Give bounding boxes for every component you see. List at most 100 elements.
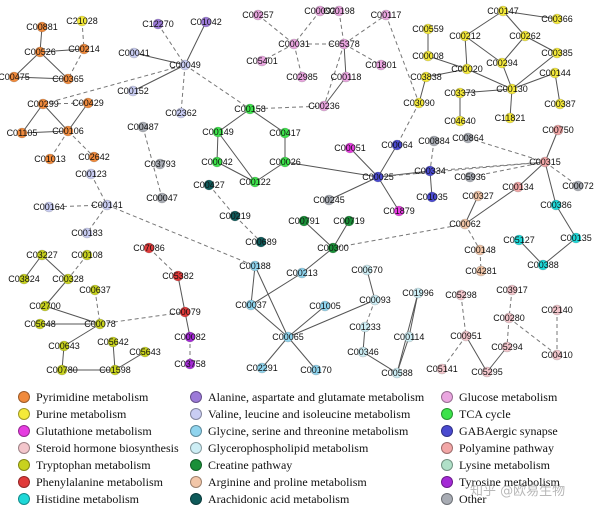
node-C00164[interactable]: C00164 <box>33 201 65 213</box>
node-C00152[interactable]: C00152 <box>117 85 149 97</box>
node-C00280[interactable]: C00280 <box>493 312 525 324</box>
node-C00114[interactable]: C00114 <box>394 331 425 343</box>
node-C04640[interactable]: C04640 <box>444 115 476 127</box>
node-C00170[interactable]: C00170 <box>300 364 332 376</box>
node-C00041[interactable]: C00041 <box>118 47 150 59</box>
node-C00072[interactable]: C00072 <box>562 180 594 192</box>
node-C00130[interactable]: C00130 <box>496 83 528 95</box>
node-C00158[interactable]: C00158 <box>234 103 266 115</box>
node-C00294[interactable]: C00294 <box>486 57 518 69</box>
node-C00689[interactable]: C00689 <box>245 236 277 248</box>
node-C00214[interactable]: C00214 <box>68 43 100 55</box>
node-C00884[interactable]: C00884 <box>418 135 450 147</box>
node-C01233[interactable]: C01233 <box>349 321 381 333</box>
node-C00262[interactable]: C00262 <box>509 30 541 42</box>
node-C00780[interactable]: C00780 <box>46 364 78 376</box>
node-C00123[interactable]: C00123 <box>75 168 107 180</box>
node-C00049[interactable]: C00049 <box>169 59 201 71</box>
node-C00144[interactable]: C00144 <box>539 67 571 79</box>
node-C00042[interactable]: C00042 <box>201 156 233 168</box>
node-C00236[interactable]: C00236 <box>308 100 340 112</box>
node-C05141[interactable]: C05141 <box>426 363 458 375</box>
node-C03917[interactable]: C03917 <box>496 284 528 296</box>
node-C00212[interactable]: C00212 <box>449 30 481 42</box>
node-C00147[interactable]: C00147 <box>487 5 519 17</box>
node-C00487[interactable]: C00487 <box>127 121 159 133</box>
node-C00388[interactable]: C00388 <box>527 259 559 271</box>
node-C05648[interactable]: C05648 <box>24 318 56 330</box>
node-C05295[interactable]: C05295 <box>471 366 503 378</box>
node-C00299[interactable]: C00299 <box>27 98 59 110</box>
node-C02362[interactable]: C02362 <box>165 107 197 119</box>
node-C00791[interactable]: C00791 <box>288 215 320 227</box>
node-C00026[interactable]: C00026 <box>269 156 301 168</box>
node-C00148[interactable]: C00148 <box>464 244 496 256</box>
node-C00385[interactable]: C00385 <box>541 47 573 59</box>
node-C03227[interactable]: C03227 <box>26 249 58 261</box>
node-C12270[interactable]: C12270 <box>142 18 174 30</box>
node-C00245[interactable]: C00245 <box>313 194 345 206</box>
node-C05127[interactable]: C05127 <box>503 234 535 246</box>
node-C00410[interactable]: C00410 <box>541 349 573 361</box>
node-C00064[interactable]: C00064 <box>381 139 413 151</box>
node-C03758[interactable]: C03758 <box>174 358 206 370</box>
node-C00092[interactable]: C00092 <box>304 5 336 17</box>
node-C05294[interactable]: C05294 <box>491 341 523 353</box>
node-C02700[interactable]: C02700 <box>29 300 61 312</box>
node-C00082[interactable]: C00082 <box>174 331 206 343</box>
node-C00025[interactable]: C00025 <box>362 171 394 183</box>
node-C00135[interactable]: C00135 <box>560 232 592 244</box>
node-C05642[interactable]: C05642 <box>97 336 129 348</box>
node-C01035[interactable]: C01035 <box>416 191 448 203</box>
node-C00219[interactable]: C00219 <box>219 210 251 222</box>
node-C07086[interactable]: C07086 <box>133 242 165 254</box>
node-C01105[interactable]: C01105 <box>7 127 38 139</box>
node-C00346[interactable]: C00346 <box>347 346 379 358</box>
node-C01996[interactable]: C01996 <box>402 287 434 299</box>
node-C00062[interactable]: C00062 <box>449 218 481 230</box>
node-C01598[interactable]: C01598 <box>99 364 131 376</box>
node-C00198[interactable]: C00198 <box>323 5 355 17</box>
node-C00588[interactable]: C00588 <box>381 367 413 379</box>
node-C03373[interactable]: C03373 <box>444 87 476 99</box>
node-C02140[interactable]: C02140 <box>541 304 573 316</box>
node-C00149[interactable]: C00149 <box>202 126 234 138</box>
node-C00065[interactable]: C00065 <box>272 331 304 343</box>
node-C00108[interactable]: C00108 <box>71 249 103 261</box>
node-C00387[interactable]: C00387 <box>544 98 576 110</box>
node-C00141[interactable]: C00141 <box>91 199 123 211</box>
node-C00078[interactable]: C00078 <box>84 318 116 330</box>
node-C01801[interactable]: C01801 <box>365 59 397 71</box>
node-C00213[interactable]: C00213 <box>286 267 318 279</box>
node-C00188[interactable]: C00188 <box>239 260 271 272</box>
node-C00334[interactable]: C00334 <box>414 165 446 177</box>
node-C00526[interactable]: C00526 <box>24 46 56 58</box>
node-C00643[interactable]: C00643 <box>48 340 80 352</box>
node-C05936[interactable]: C05936 <box>454 171 486 183</box>
node-C00047[interactable]: C00047 <box>146 192 178 204</box>
node-C00106[interactable]: C00106 <box>52 125 84 137</box>
node-C05643[interactable]: C05643 <box>129 346 161 358</box>
node-C00328[interactable]: C00328 <box>52 273 84 285</box>
node-C21028[interactable]: C21028 <box>66 15 98 27</box>
node-C00122[interactable]: C00122 <box>239 176 271 188</box>
node-C00183[interactable]: C00183 <box>71 227 103 239</box>
node-C03824[interactable]: C03824 <box>8 273 40 285</box>
node-C00079[interactable]: C00079 <box>169 306 201 318</box>
node-C00951[interactable]: C00951 <box>450 330 482 342</box>
node-C00257[interactable]: C00257 <box>242 9 274 21</box>
node-C01042[interactable]: C01042 <box>190 16 222 28</box>
node-C00008[interactable]: C00008 <box>412 50 444 62</box>
node-C00051[interactable]: C00051 <box>334 142 366 154</box>
node-C11821[interactable]: C11821 <box>495 112 526 124</box>
node-C01013[interactable]: C01013 <box>34 153 66 165</box>
node-C00031[interactable]: C00031 <box>278 38 310 50</box>
node-C00864[interactable]: C00864 <box>452 132 484 144</box>
node-C00037[interactable]: C00037 <box>235 299 267 311</box>
node-C00417[interactable]: C00417 <box>269 127 301 139</box>
node-C05378[interactable]: C05378 <box>328 38 360 50</box>
node-C00670[interactable]: C00670 <box>351 264 383 276</box>
node-C00366[interactable]: C00366 <box>541 13 573 25</box>
node-C01879[interactable]: C01879 <box>383 205 415 217</box>
node-C00429[interactable]: C00429 <box>72 97 104 109</box>
